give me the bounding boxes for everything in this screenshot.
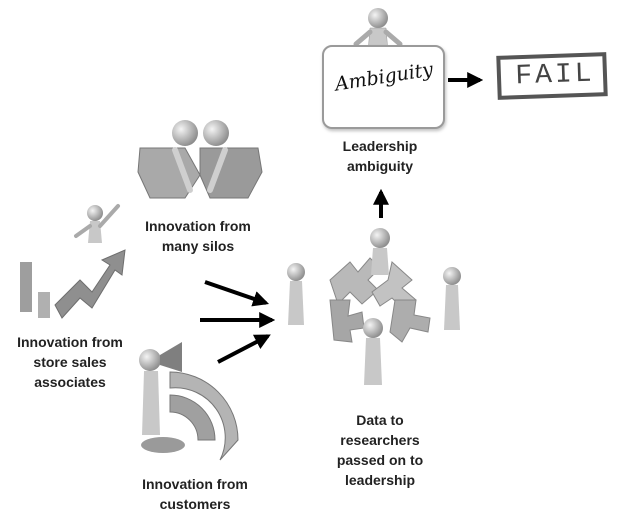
arrow-silos-to-data: [204, 280, 270, 307]
ambiguity-card: [322, 45, 445, 129]
store-label: Innovation from store sales associates: [17, 334, 123, 390]
puzzle-figures: [287, 228, 461, 385]
leadership-label: Leadership ambiguity: [342, 138, 418, 174]
silos-figures: [137, 120, 263, 199]
data-label: Data to researchers passed on to leaders…: [336, 412, 424, 488]
silos-label: Innovation from many silos: [145, 218, 251, 254]
arrows: [200, 72, 484, 364]
fail-stamp-text: FAIL: [514, 58, 596, 93]
customers-figure: [139, 342, 239, 461]
store-figure: [20, 204, 126, 319]
customers-label: Innovation from customers: [142, 476, 248, 512]
arrow-customers-to-data: [217, 334, 271, 364]
